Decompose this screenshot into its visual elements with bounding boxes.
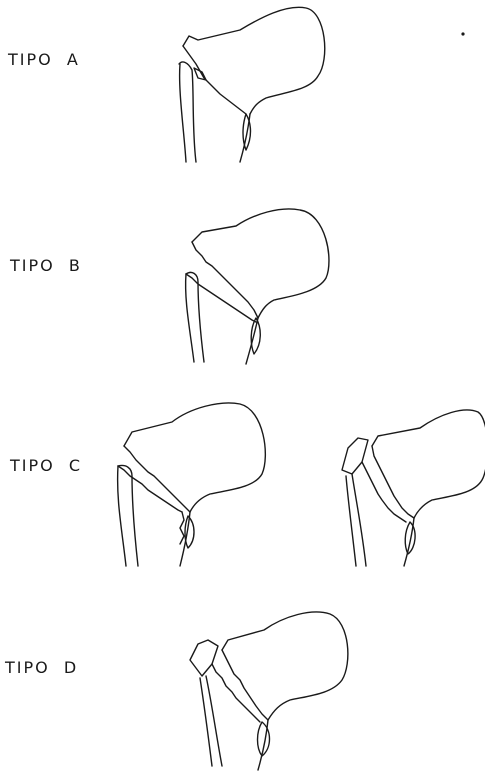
femur-c1-shaft-inner [118,466,126,566]
femur-b-fracture [192,242,258,318]
femur-c2-trochanter-fragment [342,438,368,474]
femur-c1-shaft-left [118,465,138,566]
femur-c2-fracture-lower [362,462,406,522]
femur-d-shaft-left [200,678,212,766]
femur-c1-head-outline [124,403,265,512]
femur-tipo-d [190,612,348,770]
femur-b-head-outline [192,209,329,318]
femur-tipo-c-right [342,410,485,566]
femur-d-fracture-lower [212,664,260,722]
femur-b-fracture-lower [186,274,256,322]
femur-c2-head-outline [372,410,485,518]
femur-b-shaft-right [246,318,258,364]
femur-a-shaft-inner [180,64,186,162]
femur-a-shaft-right [240,114,250,162]
femur-tipo-b [186,209,329,364]
femur-tipo-a [179,7,325,162]
femur-d-fracture [222,650,268,720]
speck-mark [461,32,464,35]
femur-a-head-outline [183,7,325,114]
femur-b-shaft-inner [186,274,194,362]
femur-tipo-c-left [118,403,266,566]
femur-c2-fracture [372,446,414,518]
femur-b-lesser-trochanter [251,318,260,354]
femur-d-shaft-inner [206,676,222,766]
femur-d-trochanter-fragment [190,640,218,676]
femur-c1-lesser-fracture [180,512,184,544]
